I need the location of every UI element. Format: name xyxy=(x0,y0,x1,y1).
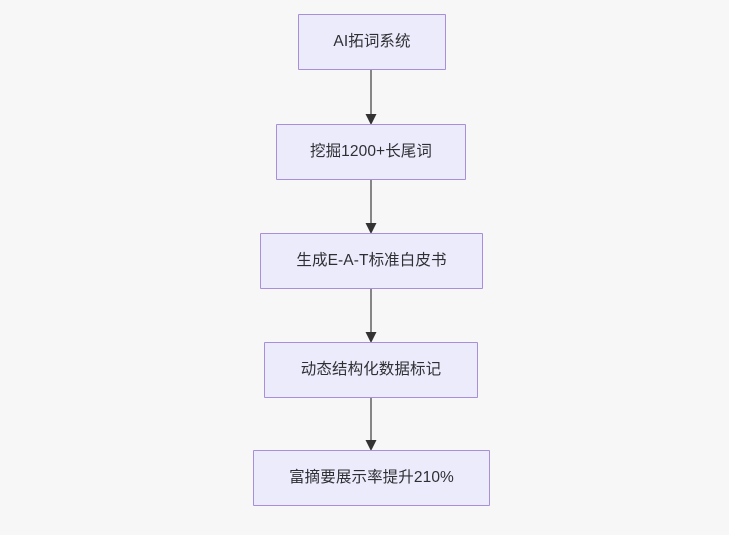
flow-node-rich-snippet-impression-lift[interactable]: 富摘要展示率提升210% xyxy=(253,450,490,506)
edge-n1-n2 xyxy=(365,68,377,125)
arrowhead-icon xyxy=(365,440,377,451)
flow-node-ai-keyword-system[interactable]: AI拓词系统 xyxy=(298,14,446,70)
edge-n3-n4 xyxy=(365,287,377,343)
flow-node-dynamic-structured-data-markup[interactable]: 动态结构化数据标记 xyxy=(264,342,478,398)
flow-node-label: 动态结构化数据标记 xyxy=(300,360,442,378)
flow-node-mine-longtail-keywords[interactable]: 挖掘1200+长尾词 xyxy=(276,124,466,180)
arrowhead-icon xyxy=(365,332,377,343)
arrowhead-icon xyxy=(365,223,377,234)
arrowhead-icon xyxy=(365,114,377,125)
flow-node-label: 生成E-A-T标准白皮书 xyxy=(296,251,447,269)
edge-n4-n5 xyxy=(365,396,377,451)
flow-node-generate-eat-whitepaper[interactable]: 生成E-A-T标准白皮书 xyxy=(260,233,483,289)
edge-n2-n3 xyxy=(365,178,377,234)
flow-node-label: 挖掘1200+长尾词 xyxy=(309,142,433,160)
flow-node-label: 富摘要展示率提升210% xyxy=(289,468,454,486)
flow-node-label: AI拓词系统 xyxy=(333,32,411,50)
